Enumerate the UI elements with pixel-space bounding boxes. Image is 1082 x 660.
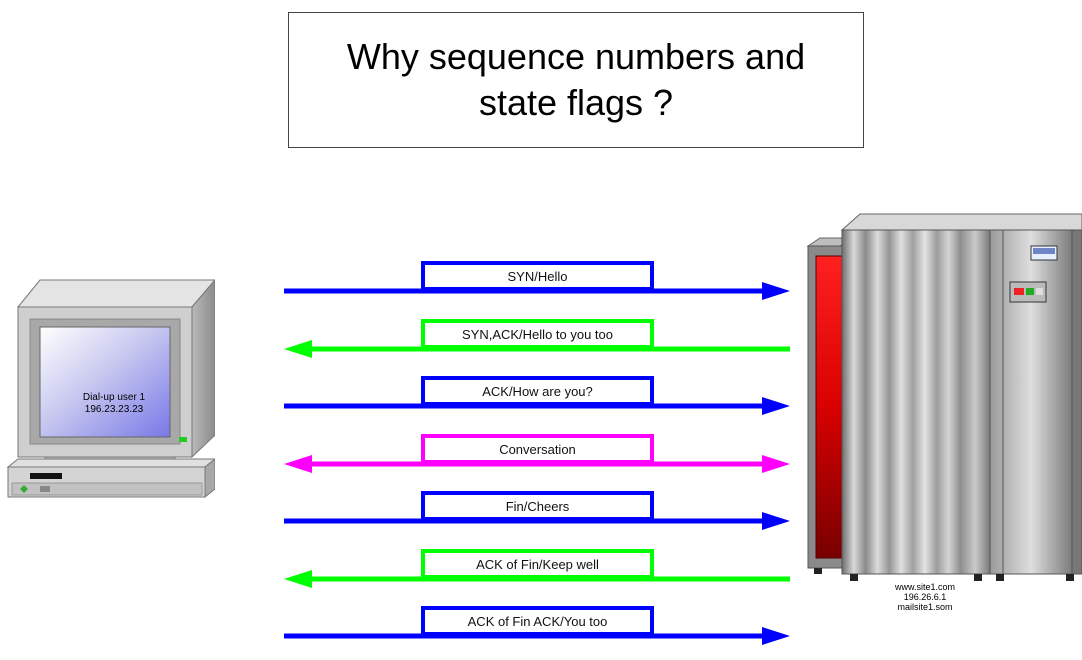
message-arrow-6 bbox=[284, 570, 790, 588]
title-line-1: Why sequence numbers and bbox=[346, 36, 806, 77]
client-ip: 196.23.23.23 bbox=[84, 404, 144, 415]
server-mail: mailsite1.som bbox=[897, 602, 953, 612]
message-arrow-7 bbox=[284, 627, 790, 645]
message-arrow-1 bbox=[284, 282, 790, 300]
message-label-2: SYN,ACK/Hello to you too bbox=[421, 319, 654, 349]
server-icon bbox=[806, 213, 1082, 581]
message-label-4: Conversation bbox=[421, 434, 654, 464]
server-host: www.site1.com bbox=[894, 582, 956, 592]
title-line-2: state flags ? bbox=[478, 82, 674, 123]
title-box: Why sequence numbers and state flags ? bbox=[288, 12, 864, 148]
server-ip: 196.26.6.1 bbox=[903, 592, 947, 602]
arrowhead-left bbox=[284, 570, 312, 588]
arrowhead-right bbox=[762, 627, 790, 645]
message-label-3: ACK/How are you? bbox=[421, 376, 654, 406]
client-name: Dial-up user 1 bbox=[82, 392, 146, 403]
message-label-6: ACK of Fin/Keep well bbox=[421, 549, 654, 579]
client-label: Dial-up user 1 196.23.23.23 bbox=[62, 392, 166, 416]
arrowhead-right bbox=[762, 282, 790, 300]
message-arrow-2 bbox=[284, 340, 790, 358]
arrowhead-left bbox=[284, 455, 312, 473]
message-arrow-4 bbox=[284, 455, 790, 473]
message-label-5: Fin/Cheers bbox=[421, 491, 654, 521]
server-label: www.site1.com 196.26.6.1 mailsite1.som bbox=[880, 582, 970, 612]
client-computer-icon bbox=[6, 279, 215, 499]
message-arrow-5 bbox=[284, 512, 790, 530]
arrowhead-right bbox=[762, 455, 790, 473]
message-label-7: ACK of Fin ACK/You too bbox=[421, 606, 654, 636]
message-arrow-3 bbox=[284, 397, 790, 415]
arrowhead-right bbox=[762, 512, 790, 530]
arrowhead-left bbox=[284, 340, 312, 358]
arrowhead-right bbox=[762, 397, 790, 415]
message-label-1: SYN/Hello bbox=[421, 261, 654, 291]
